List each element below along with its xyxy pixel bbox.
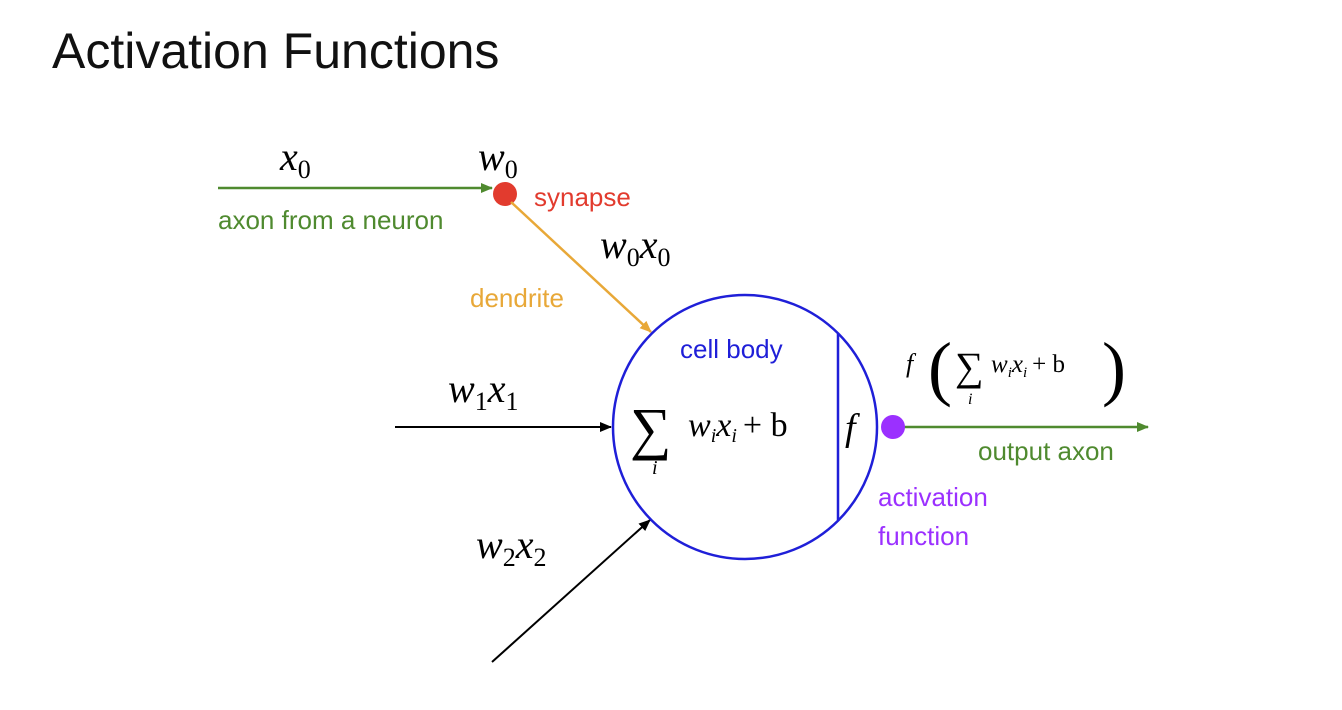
output-index: i bbox=[968, 391, 972, 408]
synapse-dot bbox=[493, 182, 517, 206]
label-dendrite: dendrite bbox=[470, 283, 564, 313]
label-output-axon: output axon bbox=[978, 436, 1114, 466]
output-rparen: ) bbox=[1102, 328, 1126, 408]
page-title: Activation Functions bbox=[52, 23, 500, 79]
dendrite-arrow bbox=[510, 201, 652, 333]
label-cell-body: cell body bbox=[680, 334, 783, 364]
label-synapse: synapse bbox=[534, 182, 631, 212]
output-lparen: ( bbox=[928, 328, 952, 408]
output-sum: ∑ bbox=[955, 344, 984, 389]
output-f: f bbox=[906, 349, 917, 378]
sum-index: i bbox=[652, 457, 658, 479]
label-function: function bbox=[878, 521, 969, 551]
label-w2x2: w2x2 bbox=[476, 522, 546, 572]
activation-dot bbox=[881, 415, 905, 439]
label-w0: w0 bbox=[478, 134, 518, 184]
sum-symbol: ∑ bbox=[630, 396, 671, 461]
sum-expression: wixi+ b bbox=[688, 407, 788, 447]
f-inside: f bbox=[845, 407, 860, 449]
label-axon-from-neuron: axon from a neuron bbox=[218, 205, 443, 235]
label-w0x0: w0x0 bbox=[600, 222, 670, 272]
output-expression: wixi+ b bbox=[991, 351, 1065, 381]
label-w1x1: w1x1 bbox=[448, 366, 518, 416]
label-x0: x0 bbox=[279, 134, 311, 184]
label-activation: activation bbox=[878, 482, 988, 512]
cell-body-circle bbox=[611, 293, 879, 561]
input-arrow-2 bbox=[491, 519, 651, 663]
